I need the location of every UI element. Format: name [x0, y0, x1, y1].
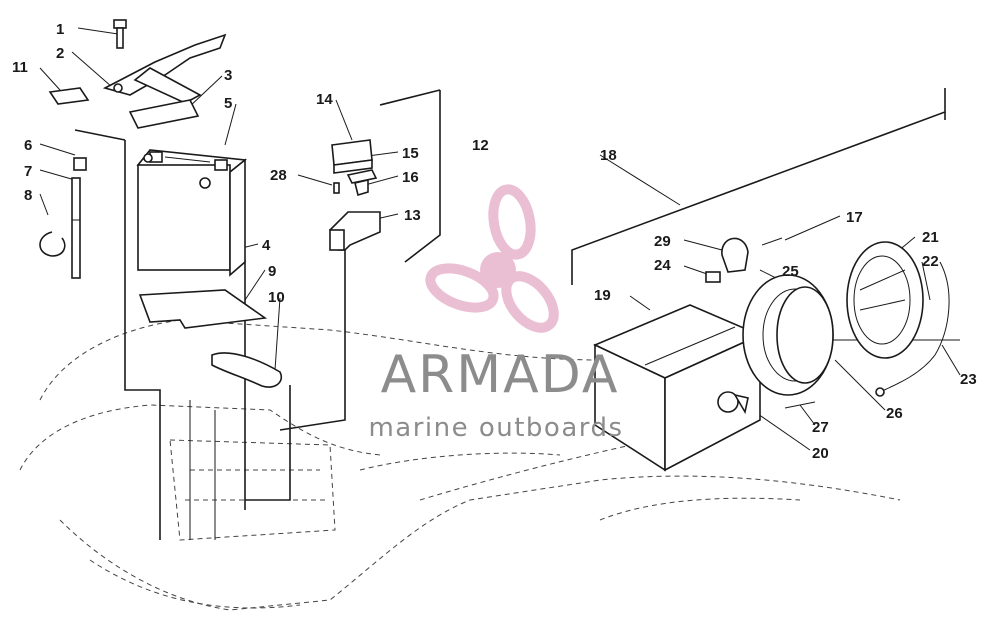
callout-25: 25: [782, 263, 799, 280]
brand-logo-icon: [425, 184, 559, 333]
callout-27: 27: [812, 419, 829, 436]
callout-9: 9: [268, 263, 276, 280]
terminal-boot-part: [211, 352, 282, 388]
relay-part: [331, 139, 373, 174]
battery-tray-pad: [138, 289, 268, 329]
clamp-part: [721, 237, 749, 273]
callout-3: 3: [224, 67, 232, 84]
callout-23: 23: [960, 371, 977, 388]
callout-16: 16: [402, 169, 419, 186]
callout-8: 8: [24, 187, 32, 204]
callout-18: 18: [600, 147, 617, 164]
grommet-part: [705, 271, 721, 283]
callout-24: 24: [654, 257, 671, 274]
bolt-27: [784, 401, 816, 409]
screw-17: [761, 237, 783, 246]
fuel-tank: [593, 304, 762, 472]
callout-26: 26: [886, 405, 903, 422]
callout-21: 21: [922, 229, 939, 246]
pad-part: [128, 99, 200, 129]
callout-5: 5: [224, 95, 232, 112]
callout-19: 19: [594, 287, 611, 304]
callout-15: 15: [402, 145, 419, 162]
relay-bracket-part: [329, 211, 381, 251]
callout-17: 17: [846, 209, 863, 226]
watermark-tagline: marine outboards: [368, 413, 623, 443]
callout-28: 28: [270, 167, 287, 184]
callout-4: 4: [262, 237, 271, 254]
callout-11: 11: [12, 59, 28, 76]
pad-part: [48, 87, 90, 105]
callout-20: 20: [812, 445, 829, 462]
screw-part: [333, 182, 340, 194]
fuel-cap-part: [717, 391, 749, 415]
clip-part: [39, 231, 66, 257]
callout-13: 13: [404, 207, 421, 224]
callout-10: 10: [268, 289, 285, 306]
tether-cord-part: [879, 261, 950, 393]
callout-7: 7: [24, 163, 32, 180]
callout-22: 22: [922, 253, 939, 270]
relay-pad-part: [346, 169, 378, 184]
callout-12: 12: [472, 137, 489, 154]
terminal-cap-part: [73, 157, 87, 171]
callout-labels: 1 2 3 4 5 6 7 8 9 10 11 12 13 14 15 16 1…: [12, 21, 977, 462]
vent-tube-part: [71, 177, 81, 279]
callout-1: 1: [56, 21, 64, 38]
callout-14: 14: [316, 91, 333, 108]
bolt-part: [113, 19, 127, 49]
watermark-brand-name: ARMADA: [381, 345, 620, 405]
callout-29: 29: [654, 233, 671, 250]
connector-part: [354, 178, 369, 197]
battery: [136, 149, 248, 277]
mount-flange-part: [776, 286, 834, 384]
callout-2: 2: [56, 45, 64, 62]
filler-cap-part: [846, 241, 924, 359]
callout-6: 6: [24, 137, 32, 154]
